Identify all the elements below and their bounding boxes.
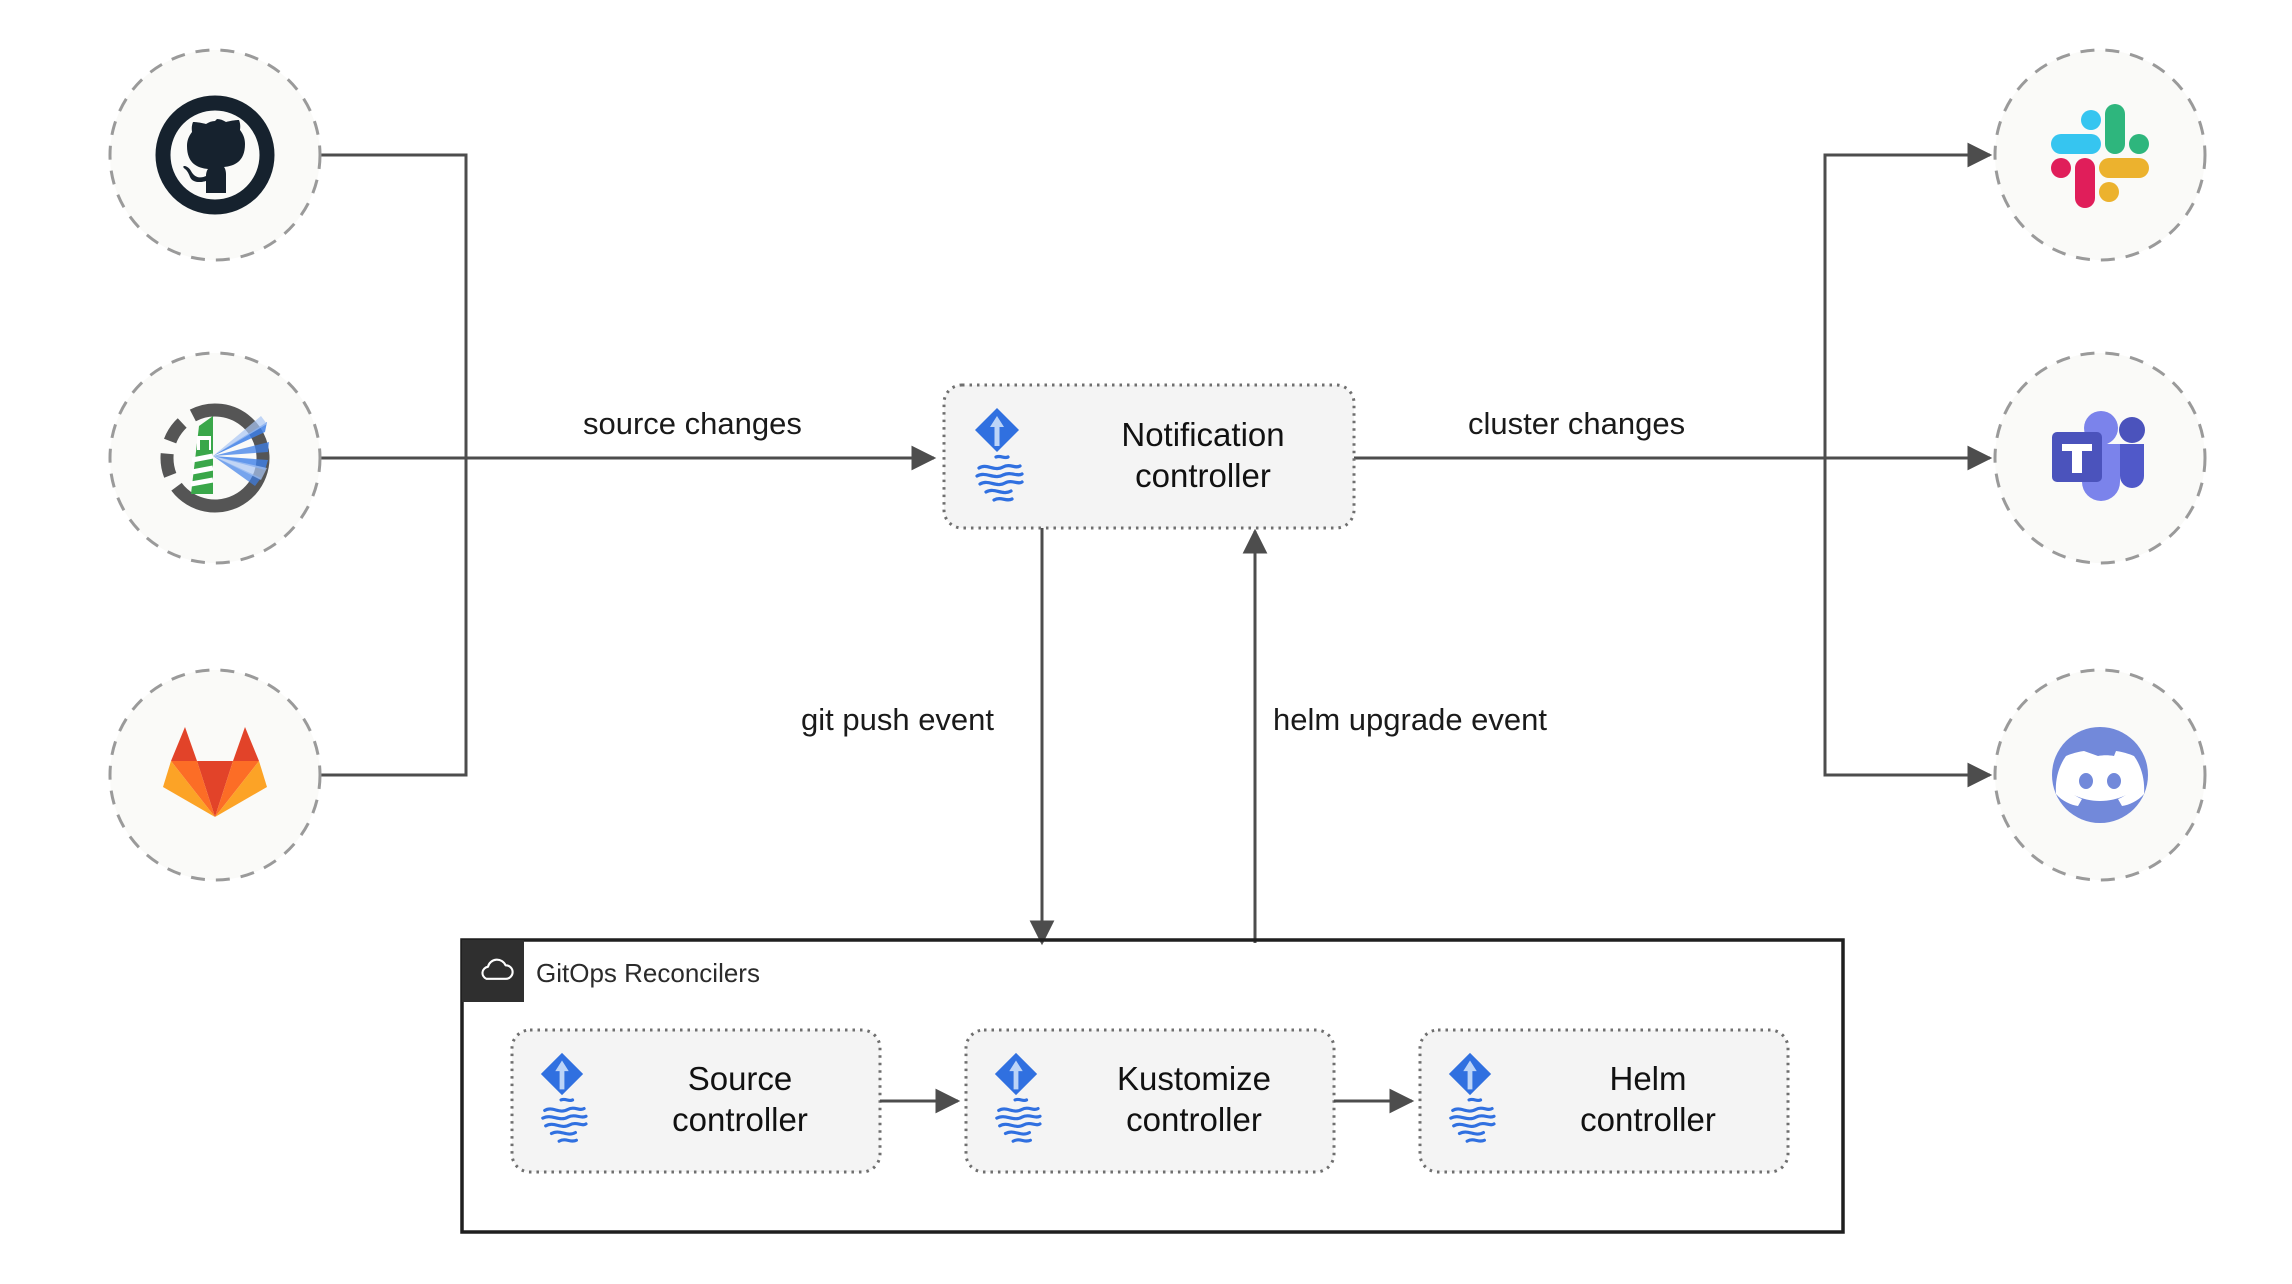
destination-node-slack[interactable] bbox=[1993, 48, 2207, 262]
destination-node-discord[interactable] bbox=[1993, 668, 2207, 882]
edge-gitlab-to-bus bbox=[320, 458, 468, 777]
source-node-flux[interactable] bbox=[108, 351, 322, 565]
helm-controller-label-line2: controller bbox=[1580, 1101, 1716, 1138]
edge-github-to-bus bbox=[320, 153, 468, 458]
notification-controller-label-line1: Notification bbox=[1121, 416, 1284, 453]
source-node-gitlab[interactable] bbox=[108, 668, 322, 882]
kustomize-controller-label-line1: Kustomize bbox=[1117, 1060, 1271, 1097]
source-node-github[interactable] bbox=[108, 48, 322, 262]
notification-controller-box bbox=[942, 383, 1356, 530]
gitops-reconcilers-badge bbox=[462, 940, 524, 1002]
destination-circle-slack bbox=[1993, 48, 2207, 262]
notification-controller-node[interactable]: Notification controller bbox=[942, 383, 1356, 530]
edge-label-source-changes: source changes bbox=[583, 406, 802, 441]
destination-node-teams[interactable] bbox=[1993, 351, 2207, 565]
kustomize-controller-node[interactable]: Kustomize controller bbox=[964, 1028, 1336, 1174]
edge-bus-to-discord bbox=[1823, 458, 1993, 788]
helm-controller-box bbox=[1418, 1028, 1790, 1174]
edge-label-helm-upgrade-event: helm upgrade event bbox=[1273, 702, 1547, 737]
gitops-reconcilers-border bbox=[460, 938, 1845, 1234]
gitops-reconcilers-label: GitOps Reconcilers bbox=[536, 958, 760, 988]
source-controller-label-line1: Source bbox=[688, 1060, 793, 1097]
discord-icon bbox=[2052, 727, 2148, 823]
kustomize-controller-label-line2: controller bbox=[1126, 1101, 1262, 1138]
edge-label-cluster-changes: cluster changes bbox=[1468, 406, 1685, 441]
source-controller-node[interactable]: Source controller bbox=[510, 1028, 882, 1174]
edge-label-git-push-event: git push event bbox=[801, 702, 994, 737]
edge-bus-to-slack bbox=[1823, 142, 1993, 458]
source-circle-flux bbox=[108, 351, 322, 565]
notification-controller-label-line2: controller bbox=[1135, 457, 1271, 494]
gitops-reconcilers-group: GitOps Reconcilers Source controller Kus… bbox=[460, 938, 1845, 1234]
helm-controller-node[interactable]: Helm controller bbox=[1418, 1028, 1790, 1174]
helm-controller-label-line1: Helm bbox=[1609, 1060, 1686, 1097]
source-controller-label-line2: controller bbox=[672, 1101, 808, 1138]
